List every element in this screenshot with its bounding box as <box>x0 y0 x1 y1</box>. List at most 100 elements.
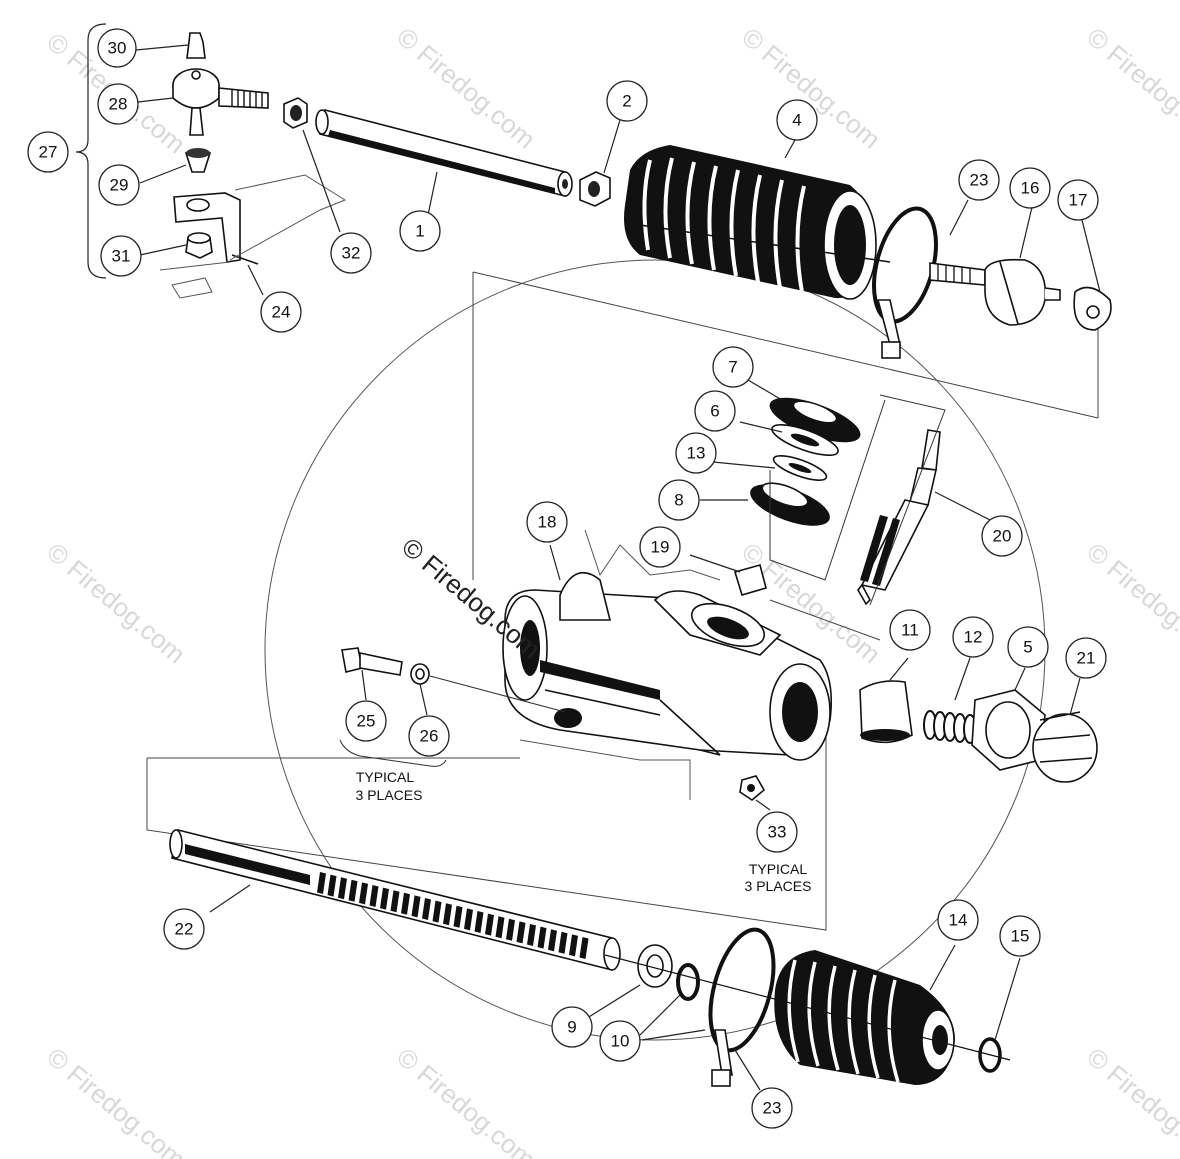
rack-tooth <box>537 926 547 949</box>
rack-tooth <box>527 924 536 946</box>
inner-tie-rod <box>929 258 1061 326</box>
rack-tooth <box>516 921 526 944</box>
rack-tooth <box>327 874 337 897</box>
callout-number: 19 <box>651 538 670 557</box>
callout-29: 29 <box>98 164 140 206</box>
callout-number: 6 <box>710 402 719 421</box>
snap-ring <box>676 963 700 1001</box>
adjuster-plug <box>1032 711 1098 783</box>
callout-16: 16 <box>1009 167 1051 209</box>
callout-number: 24 <box>272 303 291 322</box>
mounting-hardware <box>341 647 766 801</box>
callout-10: 10 <box>599 1020 641 1062</box>
typical-note-left: TYPICAL 3 PLACES <box>339 739 447 803</box>
callout-number: 5 <box>1023 638 1032 657</box>
callout-number: 4 <box>792 111 801 130</box>
callout-number: 17 <box>1069 191 1088 210</box>
rack-tooth <box>432 900 442 923</box>
callout-24: 24 <box>260 291 302 333</box>
callout-21: 21 <box>1065 637 1107 679</box>
callout-9: 9 <box>551 1006 593 1048</box>
callout-12: 12 <box>952 616 994 658</box>
callout-8: 8 <box>658 479 700 521</box>
lock-washer <box>1073 286 1112 331</box>
nut <box>579 171 611 207</box>
rack-tooth <box>348 879 358 902</box>
watermark-text: © Firedog.com <box>41 1042 191 1159</box>
callout-number: 9 <box>567 1018 576 1037</box>
callout-number: 28 <box>109 95 128 114</box>
watermark-text: © Firedog.com <box>41 537 191 670</box>
tie-rod-end <box>159 32 347 299</box>
spring <box>923 710 977 744</box>
o-ring <box>978 1037 1002 1073</box>
callout-number: 13 <box>687 444 706 463</box>
rack-tooth <box>506 918 515 941</box>
callout-number: 23 <box>970 171 989 190</box>
callout-number: 32 <box>342 244 361 263</box>
callout-number: 20 <box>993 527 1012 546</box>
typical-note-right: TYPICAL 3 PLACES <box>745 861 812 894</box>
callout-19: 19 <box>639 526 681 568</box>
callout-15: 15 <box>999 915 1041 957</box>
rack-tooth <box>338 877 347 900</box>
bellows-boot-lower <box>604 950 1011 1085</box>
rack-tooth <box>401 892 410 915</box>
rack-tooth <box>443 903 452 926</box>
callout-number: 22 <box>175 920 194 939</box>
rack-tooth <box>369 885 379 907</box>
callout-27: 27 <box>27 131 69 173</box>
callout-number: 10 <box>611 1032 630 1051</box>
callout-number: 26 <box>420 727 439 746</box>
callout-number: 14 <box>949 911 968 930</box>
callout-17: 17 <box>1057 179 1099 221</box>
steering-rack <box>169 829 621 972</box>
rack-tooth <box>422 898 431 920</box>
callout-11: 11 <box>889 609 931 651</box>
sleeve <box>733 564 767 596</box>
callout-20: 20 <box>981 515 1023 557</box>
rack-tooth <box>548 929 557 952</box>
rack-tooth <box>495 916 505 939</box>
callout-33: 33 <box>756 811 798 853</box>
callout-23-bottom: 23 <box>751 1087 793 1129</box>
leader-lines <box>135 44 1101 1091</box>
callout-7: 7 <box>712 346 754 388</box>
pinion-bearings <box>750 397 886 581</box>
rack-plug <box>859 680 913 744</box>
rack-tooth <box>579 937 589 959</box>
watermark-text: © Firedog.com <box>1081 1042 1180 1159</box>
rack-tooth <box>359 882 368 905</box>
rack-tooth <box>390 890 400 913</box>
bellows-boot-upper <box>624 145 891 300</box>
callout-14: 14 <box>937 899 979 941</box>
rack-tooth <box>474 911 484 933</box>
rack-tooth <box>453 905 463 928</box>
callout-number: 23 <box>763 1099 782 1118</box>
callout-5: 5 <box>1007 626 1049 668</box>
callout-number: 16 <box>1021 179 1040 198</box>
note-line: TYPICAL <box>749 861 808 877</box>
callout-28: 28 <box>97 83 139 125</box>
callout-number: 27 <box>39 143 58 162</box>
callout-23-top: 23 <box>958 159 1000 201</box>
callout-number: 15 <box>1011 927 1030 946</box>
watermark-text: © Firedog.com <box>1081 22 1180 155</box>
callout-number: 2 <box>622 92 631 111</box>
callout-4: 4 <box>776 99 818 141</box>
group-bracket <box>75 23 107 279</box>
pinion-shaft <box>857 394 946 606</box>
callout-32: 32 <box>330 232 372 274</box>
callout-31: 31 <box>100 235 142 277</box>
callout-number: 29 <box>110 176 129 195</box>
jam-nut <box>283 97 308 129</box>
thrust-washer <box>637 944 673 988</box>
callout-6: 6 <box>694 390 736 432</box>
callout-number: 30 <box>108 39 127 58</box>
watermark-text: © Firedog.com <box>391 1042 541 1159</box>
note-line: 3 PLACES <box>356 787 423 803</box>
note-line: 3 PLACES <box>745 878 812 894</box>
callout-2: 2 <box>606 80 648 122</box>
callout-number: 7 <box>728 358 737 377</box>
